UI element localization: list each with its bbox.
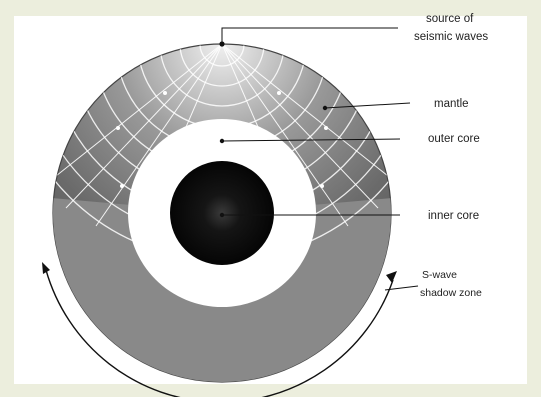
label-source-line2: seismic waves bbox=[414, 31, 488, 43]
label-outer-core: outer core bbox=[428, 133, 480, 145]
label-shadow-line2: shadow zone bbox=[420, 287, 482, 299]
arc-arrowhead-right bbox=[386, 271, 397, 283]
label-inner-core: inner core bbox=[428, 210, 479, 222]
arc-arrowhead-left bbox=[42, 262, 50, 274]
label-source-line1: source of bbox=[426, 13, 474, 25]
label-shadow-line1: S-wave bbox=[422, 269, 457, 281]
label-mantle: mantle bbox=[434, 98, 469, 110]
